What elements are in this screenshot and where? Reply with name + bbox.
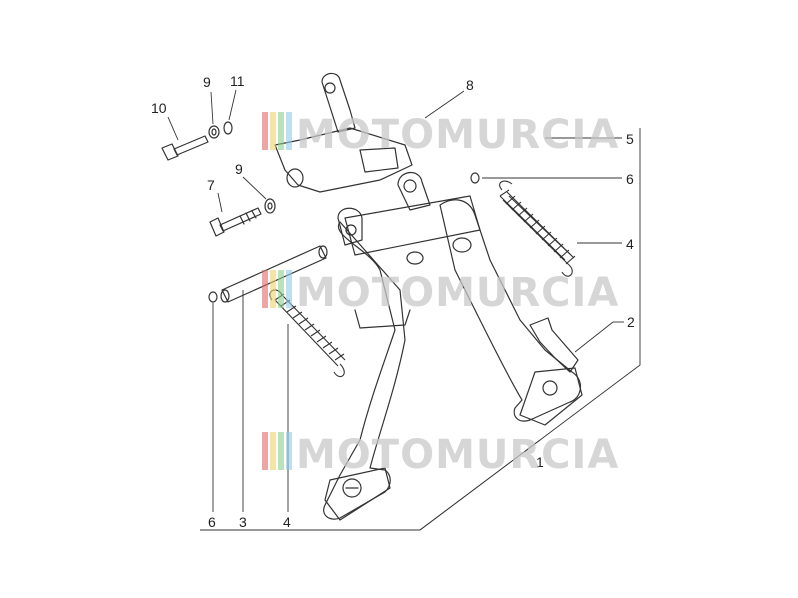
- washer-9-lower: [264, 198, 276, 214]
- callout-7: 7: [207, 177, 215, 193]
- assembly-frame-lines: [200, 128, 641, 531]
- watermark-bar: [278, 270, 284, 308]
- spring-upper: [499, 180, 576, 277]
- watermark-bar: [270, 432, 276, 470]
- watermark-bottom: MOTOMURCIA: [262, 432, 619, 478]
- callout-2: 2: [627, 314, 635, 330]
- watermark-bar: [262, 432, 268, 470]
- watermark-bar: [270, 112, 276, 150]
- support-bracket: [274, 72, 413, 193]
- watermark-middle: MOTOMURCIA: [262, 270, 619, 316]
- leader-lines: [167, 89, 624, 512]
- watermark-text: MOTOMURCIA: [296, 112, 619, 158]
- callout-8: 8: [466, 77, 474, 93]
- circlip-left: [208, 291, 218, 303]
- spring-lower: [269, 289, 346, 378]
- watermark-text: MOTOMURCIA: [296, 270, 619, 316]
- callout-10: 10: [151, 100, 167, 116]
- center-stand: [323, 172, 583, 521]
- watermark-bar: [278, 112, 284, 150]
- watermark-top: MOTOMURCIA: [262, 112, 619, 158]
- pivot-pin: [220, 245, 328, 303]
- washer-9-upper: [208, 125, 220, 139]
- watermark-bar: [262, 270, 268, 308]
- callout-11: 11: [230, 73, 245, 89]
- callout-3: 3: [239, 514, 247, 530]
- watermark-text: MOTOMURCIA: [296, 432, 619, 478]
- callout-1: 1: [536, 454, 544, 470]
- watermark-bar: [286, 112, 292, 150]
- callout-5: 5: [626, 131, 634, 147]
- callout-4-lower: 4: [283, 514, 291, 530]
- spring-washer-11: [223, 121, 233, 135]
- callout-6-lower: 6: [208, 514, 216, 530]
- callout-9-upper: 9: [203, 74, 211, 90]
- bolt-10: [161, 135, 209, 161]
- callout-6-upper: 6: [626, 171, 634, 187]
- callout-9-lower: 9: [235, 161, 243, 177]
- callout-labels: 1 2 3 4 4 5 6 6 7 8 9 9 10 11: [151, 73, 635, 530]
- watermark-bar: [286, 432, 292, 470]
- watermark-bar: [262, 112, 268, 150]
- bolt-7: [209, 207, 262, 237]
- watermark-bar: [278, 432, 284, 470]
- watermark-bar: [286, 270, 292, 308]
- watermark-bar: [270, 270, 276, 308]
- circlip-right: [470, 172, 480, 184]
- callout-4-upper: 4: [626, 236, 634, 252]
